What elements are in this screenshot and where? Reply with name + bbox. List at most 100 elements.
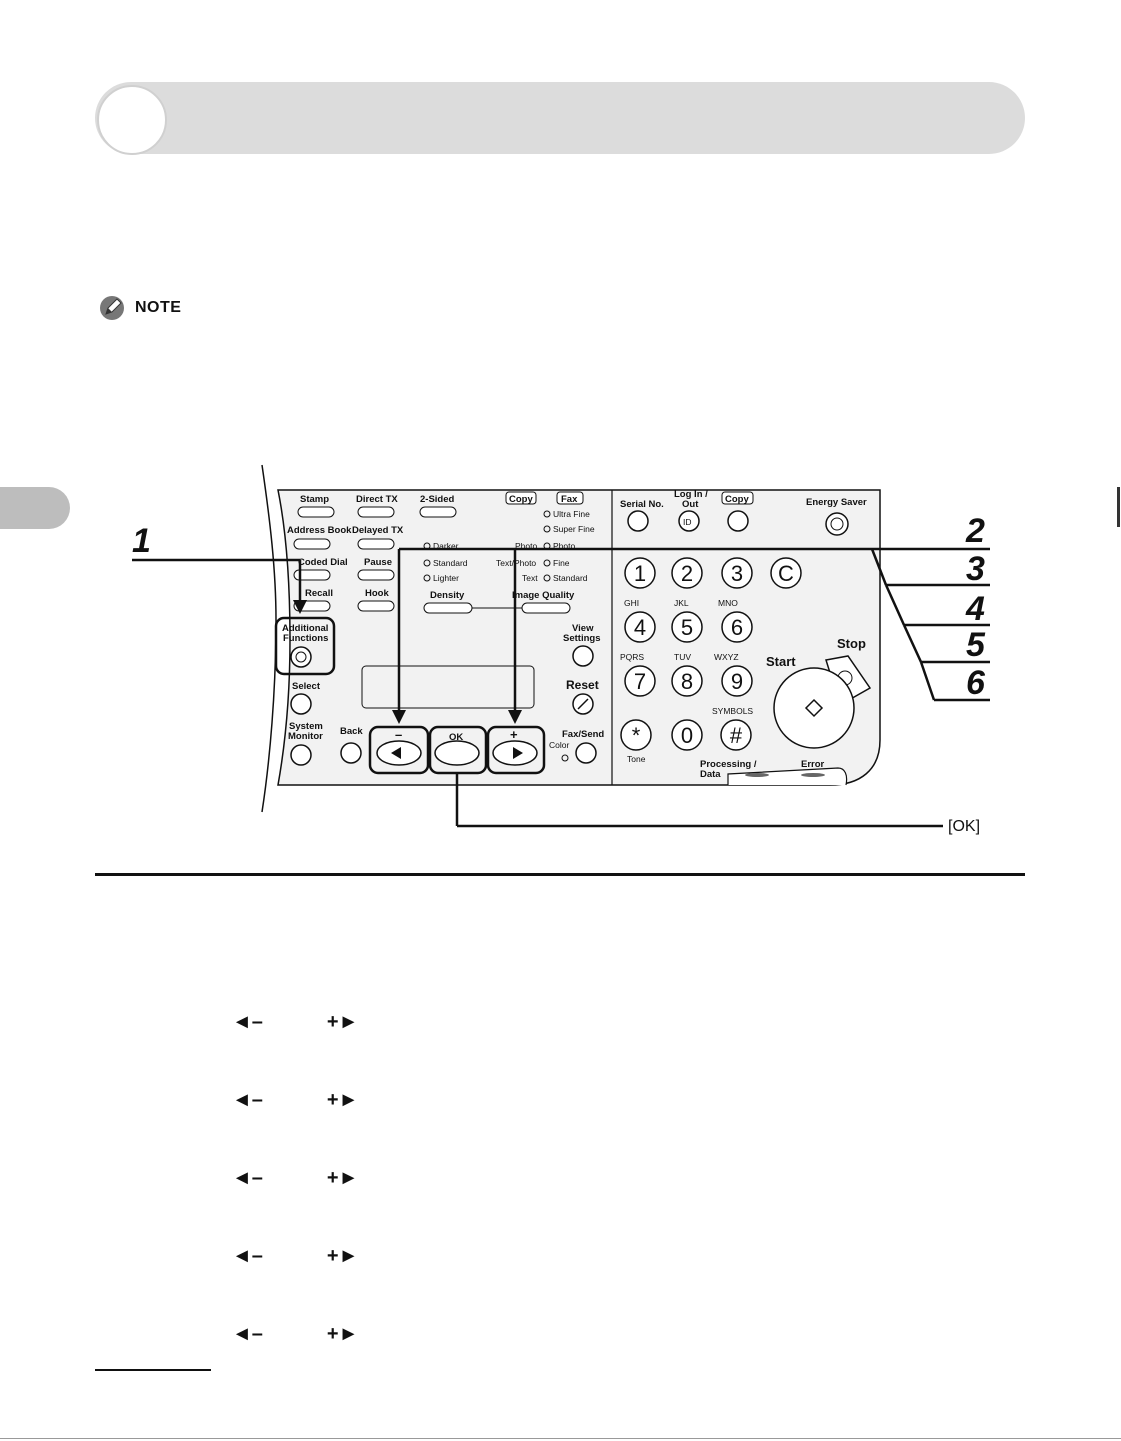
- image-quality-button[interactable]: [521, 602, 571, 614]
- keypad-key-6[interactable]: [721, 611, 753, 643]
- keypad-key-label-10: *: [632, 723, 641, 748]
- plus-right-icon: +►: [326, 1323, 359, 1345]
- step-label-3: 3: [966, 550, 985, 588]
- ok-button[interactable]: [434, 740, 480, 766]
- keypad-sublabel-jkl: JKL: [674, 598, 689, 608]
- reset-label: Reset: [566, 678, 599, 692]
- keypad-key-label-4: 4: [634, 615, 646, 640]
- keypad-key-3[interactable]: [770, 557, 802, 589]
- stop-label: Stop: [837, 636, 866, 651]
- keypad-key-8[interactable]: [671, 665, 703, 697]
- pause-button[interactable]: [357, 569, 395, 581]
- keypad-key-4[interactable]: [624, 611, 656, 643]
- arrow-row-4: ◄–+►: [232, 1245, 358, 1268]
- delayed-tx-button[interactable]: [357, 538, 395, 550]
- serial-no-button[interactable]: [627, 510, 649, 532]
- pause-label: Pause: [364, 557, 392, 568]
- plus-right-icon: +►: [326, 1011, 359, 1033]
- paper-select-label-2: Select: [292, 681, 321, 692]
- additional-functions-label-2: Functions: [283, 633, 328, 644]
- coded-dial-label: Coded Dial: [298, 557, 348, 568]
- keypad-key-11[interactable]: [671, 719, 703, 751]
- arrow-row-3: ◄–+►: [232, 1167, 358, 1190]
- pencil-icon: [98, 294, 128, 322]
- additional-functions-label-1: Additional: [282, 623, 328, 634]
- keypad-key-2[interactable]: [721, 557, 753, 589]
- ok-reference-label: [OK]: [948, 818, 981, 835]
- keypad-key-9[interactable]: [721, 665, 753, 697]
- arrow-row-5: ◄– +►: [232, 1323, 358, 1346]
- page-bottom-rule: [0, 1438, 1121, 1439]
- start-button[interactable]: [773, 667, 855, 749]
- keypad-sublabel-wxyz: WXYZ: [714, 652, 739, 662]
- processing-data-label-1: Processing /: [700, 759, 757, 770]
- stamp-button[interactable]: [297, 506, 335, 518]
- section-number-badge: [97, 85, 167, 155]
- keypad-key-12[interactable]: [720, 719, 752, 751]
- chapter-tab: [0, 487, 70, 529]
- section-title-bar: [95, 82, 1025, 154]
- keypad-key-label-0: 1: [634, 561, 646, 586]
- step-label-1: 1: [132, 522, 151, 560]
- minus-label: –: [395, 727, 402, 742]
- photo2-label: Photo: [553, 541, 575, 551]
- fax-tag: Fax: [561, 494, 578, 505]
- darker-label: Darker: [433, 541, 459, 551]
- arrow-row-1: ◄– +►: [232, 1011, 358, 1034]
- coded-dial-button[interactable]: [293, 569, 331, 581]
- two-sided-button[interactable]: [419, 506, 457, 518]
- keypad-key-label-11: 0: [681, 723, 693, 748]
- view-settings-button[interactable]: [572, 645, 594, 667]
- system-monitor-button[interactable]: [290, 744, 312, 766]
- additional-functions-button[interactable]: [290, 646, 312, 668]
- control-panel-illustration: Stamp Direct TX 2-Sided Copy Fax Ultra F…: [255, 460, 895, 820]
- step-label-6: 6: [966, 664, 985, 702]
- keypad-key-label-7: 7: [634, 669, 646, 694]
- id-label: ID: [683, 517, 692, 527]
- back-button[interactable]: [340, 742, 362, 764]
- two-sided-label: 2-Sided: [420, 494, 455, 505]
- copy-tag: Copy: [509, 494, 533, 505]
- paper-select-button[interactable]: [290, 693, 312, 715]
- view-settings-label-1: View: [572, 623, 594, 634]
- log-in-out-button[interactable]: [678, 510, 700, 532]
- energy-saver-button[interactable]: [825, 512, 849, 536]
- keypad-key-0[interactable]: [624, 557, 656, 589]
- section-divider: [95, 873, 1025, 876]
- keypad-key-label-1: 2: [681, 561, 693, 586]
- step-label-4: 4: [966, 590, 985, 628]
- keypad-key-10[interactable]: [620, 719, 652, 751]
- direct-tx-button[interactable]: [357, 506, 395, 518]
- error-indicator: [801, 773, 825, 777]
- standard2-label: Standard: [553, 573, 588, 583]
- address-book-button[interactable]: [293, 538, 331, 550]
- text-label: Text: [522, 573, 538, 583]
- address-book-label: Address Book: [287, 525, 352, 536]
- keypad-key-label-6: 6: [731, 615, 743, 640]
- keypad-key-label-2: 3: [731, 561, 743, 586]
- footnote-rule: [95, 1369, 211, 1371]
- left-minus-icon: ◄–: [232, 1011, 263, 1033]
- back-label: Back: [340, 726, 363, 737]
- note-label: NOTE: [135, 299, 182, 316]
- system-monitor-label-2: Monitor: [288, 731, 323, 742]
- keypad-key-label-5: 5: [681, 615, 693, 640]
- fax-send-button[interactable]: [575, 742, 597, 764]
- symbols-label: SYMBOLS: [712, 706, 753, 716]
- keypad-key-1[interactable]: [671, 557, 703, 589]
- keypad-sublabel-mno: MNO: [718, 598, 738, 608]
- step-label-5: 5: [966, 626, 985, 664]
- hook-button[interactable]: [357, 600, 395, 612]
- keypad-key-5[interactable]: [671, 611, 703, 643]
- keypad-key-7[interactable]: [624, 665, 656, 697]
- copy-button[interactable]: [727, 510, 749, 532]
- color-label: Color: [549, 740, 569, 750]
- processing-data-label-2: Data: [700, 769, 721, 780]
- fax-send-label: Fax/Send: [562, 729, 604, 740]
- keypad-key-label-9: 9: [731, 669, 743, 694]
- processing-indicator: [745, 773, 769, 777]
- keypad-key-label-8: 8: [681, 669, 693, 694]
- serial-no-label: Serial No.: [620, 499, 664, 510]
- left-minus-icon: ◄–: [232, 1323, 263, 1345]
